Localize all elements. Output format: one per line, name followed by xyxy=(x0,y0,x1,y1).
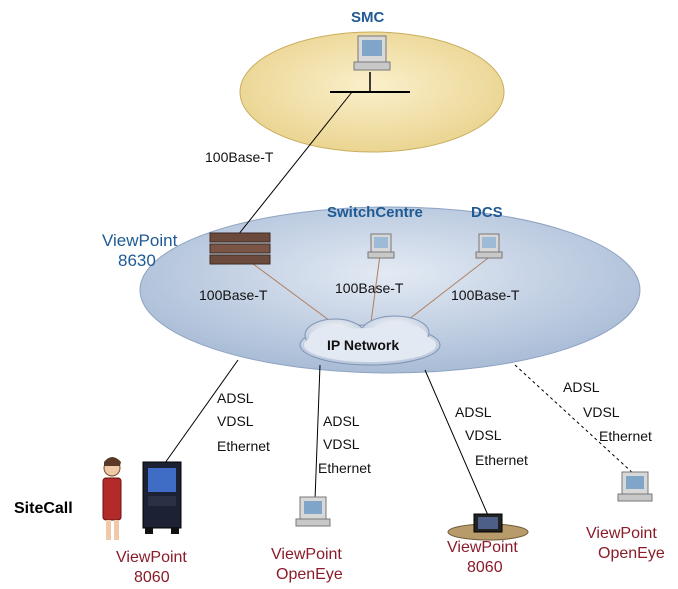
viewpoint-8630-label-line1: ViewPoint xyxy=(102,231,178,250)
access-2-vdsl: VDSL xyxy=(323,436,360,452)
sitecall-person-icon xyxy=(102,457,122,540)
access-line-3 xyxy=(424,369,491,521)
smc-label: SMC xyxy=(351,9,385,26)
ip-network-cloud xyxy=(299,315,441,366)
access-4-ethernet: Ethernet xyxy=(599,428,652,444)
access-1-vdsl: VDSL xyxy=(217,413,254,429)
access-1-adsl: ADSL xyxy=(217,390,254,406)
smc-computer-icon xyxy=(353,35,391,71)
access-1-ethernet: Ethernet xyxy=(217,438,270,454)
viewpoint-8630-icon xyxy=(209,232,271,265)
viewpoint-8060-cabinet-icon xyxy=(142,461,182,534)
access-2-adsl: ADSL xyxy=(323,413,360,429)
access-line-1 xyxy=(159,359,239,471)
vp-openeye-right-label-line1: ViewPoint xyxy=(586,525,657,542)
access-line-2 xyxy=(314,364,321,501)
vp8060-left-label-line2: 8060 xyxy=(134,569,170,586)
smc-link-label: 100Base-T xyxy=(205,149,274,165)
access-4-adsl: ADSL xyxy=(563,379,600,395)
vp8060-right-label-line1: ViewPoint xyxy=(447,539,518,556)
ip-network-label: IP Network xyxy=(327,337,399,353)
access-3-adsl: ADSL xyxy=(455,404,492,420)
vp-openeye-left-label-line1: ViewPoint xyxy=(271,546,342,563)
switchcentre-link-label: 100Base-T xyxy=(335,280,404,296)
access-3-vdsl: VDSL xyxy=(465,427,502,443)
sitecall-label: SiteCall xyxy=(14,500,73,517)
viewpoint-8060-desk-icon xyxy=(447,513,529,541)
vp-openeye-left-label-line2: OpenEye xyxy=(276,566,343,583)
access-4-vdsl: VDSL xyxy=(583,404,620,420)
vp8630-link-label: 100Base-T xyxy=(199,287,268,303)
vp8060-right-label-line2: 8060 xyxy=(467,559,503,576)
openeye-right-computer-icon xyxy=(617,471,653,502)
dcs-link-label: 100Base-T xyxy=(451,287,520,303)
smc-link-line xyxy=(237,91,353,236)
access-3-ethernet: Ethernet xyxy=(475,452,528,468)
switchcentre-computer-icon xyxy=(367,233,395,259)
dcs-computer-icon xyxy=(475,233,503,259)
openeye-left-computer-icon xyxy=(295,496,331,527)
viewpoint-8630-label-line2: 8630 xyxy=(118,251,156,270)
vp8060-left-label-line1: ViewPoint xyxy=(116,549,187,566)
switchcentre-label: SwitchCentre xyxy=(327,204,423,221)
access-2-ethernet: Ethernet xyxy=(318,460,371,476)
vp-openeye-right-label-line2: OpenEye xyxy=(598,545,665,562)
dcs-label: DCS xyxy=(471,204,503,221)
